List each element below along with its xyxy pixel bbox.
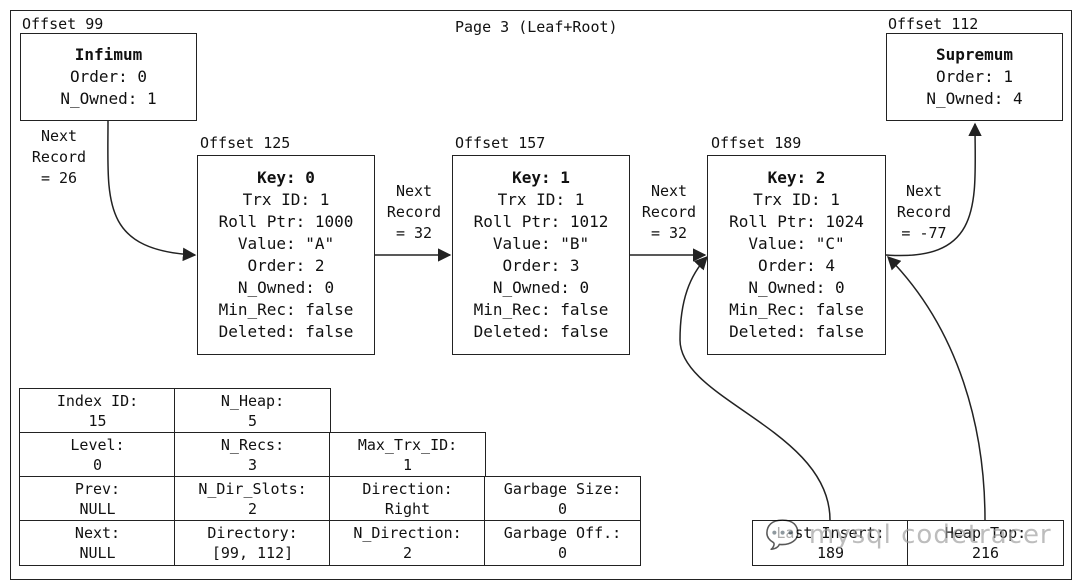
header-last-insert: Last Insert:189 [752, 520, 909, 566]
infimum-record: Infimum Order: 0 N_Owned: 1 [20, 33, 197, 121]
record-roll-ptr: Roll Ptr: 1000 [218, 212, 354, 231]
page-frame [10, 10, 1072, 580]
record-0: Key: 0 Trx ID: 1 Roll Ptr: 1000 Value: "… [197, 155, 375, 355]
record-roll-ptr: Roll Ptr: 1012 [473, 212, 609, 231]
record-trx-id: Trx ID: 1 [497, 190, 585, 209]
supremum-record: Supremum Order: 1 N_Owned: 4 [886, 33, 1063, 121]
record-key: Key: 1 [512, 168, 570, 187]
record-0-offset: Offset 125 [200, 134, 291, 152]
record-deleted: Deleted: false [729, 322, 864, 341]
record-min-rec: Min_Rec: false [218, 300, 354, 319]
heap-top-arrow [887, 256, 986, 521]
record-value: Value: "A" [237, 234, 335, 253]
header-n-direction: N_Direction:2 [329, 520, 486, 566]
supremum-order: Order: 1 [935, 67, 1014, 86]
record-min-rec: Min_Rec: false [473, 300, 609, 319]
header-n-heap: N_Heap:5 [174, 388, 331, 434]
record-order: Order: 3 [502, 256, 580, 275]
record-value: Value: "B" [492, 234, 590, 253]
record-value: Value: "C" [748, 234, 845, 253]
record-1: Key: 1 Trx ID: 1 Roll Ptr: 1012 Value: "… [452, 155, 630, 355]
record-trx-id: Trx ID: 1 [242, 190, 330, 209]
infimum-offset: Offset 99 [22, 15, 104, 33]
record-n-owned: N_Owned: 0 [748, 278, 845, 297]
watermark-text: mysql codetracer [808, 519, 1052, 550]
record-order: Order: 2 [247, 256, 325, 275]
header-n-dir-slots: N_Dir_Slots:2 [174, 476, 331, 522]
header-next: Next:NULL [19, 520, 176, 566]
header-max-trx-id: Max_Trx_ID:1 [329, 432, 486, 478]
last-insert-arrow [679, 256, 831, 521]
header-level: Level:0 [19, 432, 176, 478]
supremum-title: Supremum [935, 45, 1014, 64]
record-deleted: Deleted: false [218, 322, 354, 341]
header-directory: Directory:[99, 112] [174, 520, 331, 566]
record-key: Key: 0 [257, 168, 315, 187]
record-roll-ptr: Roll Ptr: 1024 [729, 212, 864, 231]
header-prev: Prev:NULL [19, 476, 176, 522]
supremum-offset: Offset 112 [888, 15, 979, 33]
infimum-n-owned: N_Owned: 1 [60, 89, 157, 108]
record-n-owned: N_Owned: 0 [492, 278, 590, 297]
record-2-offset: Offset 189 [711, 134, 802, 152]
header-index-id: Index ID:15 [19, 388, 176, 434]
chat-bubble-icon: 💬 [765, 518, 801, 551]
infimum-title: Infimum [74, 45, 143, 64]
record-min-rec: Min_Rec: false [729, 300, 864, 319]
record-2: Key: 2 Trx ID: 1 Roll Ptr: 1024 Value: "… [707, 155, 886, 355]
header-direction: Direction:Right [329, 476, 486, 522]
record-order: Order: 4 [757, 256, 836, 275]
record-1-offset: Offset 157 [455, 134, 546, 152]
page-title: Page 3 (Leaf+Root) [455, 18, 618, 36]
infimum-order: Order: 0 [69, 67, 148, 86]
record-deleted: Deleted: false [473, 322, 609, 341]
next-record-arrow-infimum [107, 120, 197, 262]
supremum-n-owned: N_Owned: 4 [926, 89, 1023, 108]
record-n-owned: N_Owned: 0 [237, 278, 335, 297]
header-heap-top: Heap Top:216 [907, 520, 1064, 566]
header-garbage-off: Garbage Off.:0 [484, 520, 641, 566]
next-record-arrow-key2 [885, 122, 982, 257]
record-trx-id: Trx ID: 1 [753, 190, 840, 209]
watermark: 💬 mysql codetracer [765, 518, 1052, 551]
record-key: Key: 2 [767, 168, 826, 187]
header-n-recs: N_Recs:3 [174, 432, 331, 478]
